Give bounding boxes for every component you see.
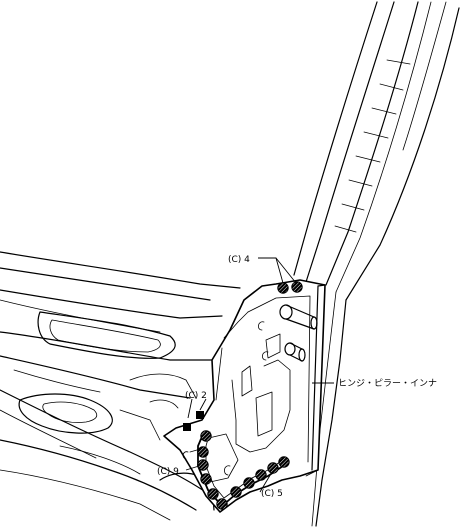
label-weld-c4: (C) 4: [228, 255, 250, 265]
label-weld-c2: (C) 2: [185, 391, 207, 401]
label-weld-c9: (C) 9: [157, 467, 179, 477]
weld-c9-1: [200, 430, 212, 442]
weld-c4-2: [291, 281, 303, 293]
weld-c5-3: [255, 469, 267, 481]
spot-welds-round: [197, 281, 303, 510]
weld-c5-2: [243, 477, 255, 489]
weld-c9-6: [216, 498, 228, 510]
a-pillar-outline: [293, 1, 460, 527]
weld-c5-1: [230, 486, 242, 498]
weld-c2-2: [183, 423, 191, 431]
label-weld-c5: (C) 5: [261, 489, 283, 499]
weld-c2-1: [196, 411, 204, 419]
weld-c9-2: [197, 446, 209, 458]
weld-c5-4: [267, 462, 279, 474]
leader-lines: [185, 257, 334, 493]
weld-c4-1: [277, 282, 289, 294]
weld-c9-5: [207, 488, 219, 500]
weld-c9-4: [200, 473, 212, 485]
label-part-name: ヒンジ・ピラー・インナ: [338, 378, 437, 389]
weld-c9-3: [197, 459, 209, 471]
spot-welds-square: [183, 411, 204, 431]
fender-body-lines: [0, 251, 241, 521]
weld-c5-5: [278, 456, 290, 468]
